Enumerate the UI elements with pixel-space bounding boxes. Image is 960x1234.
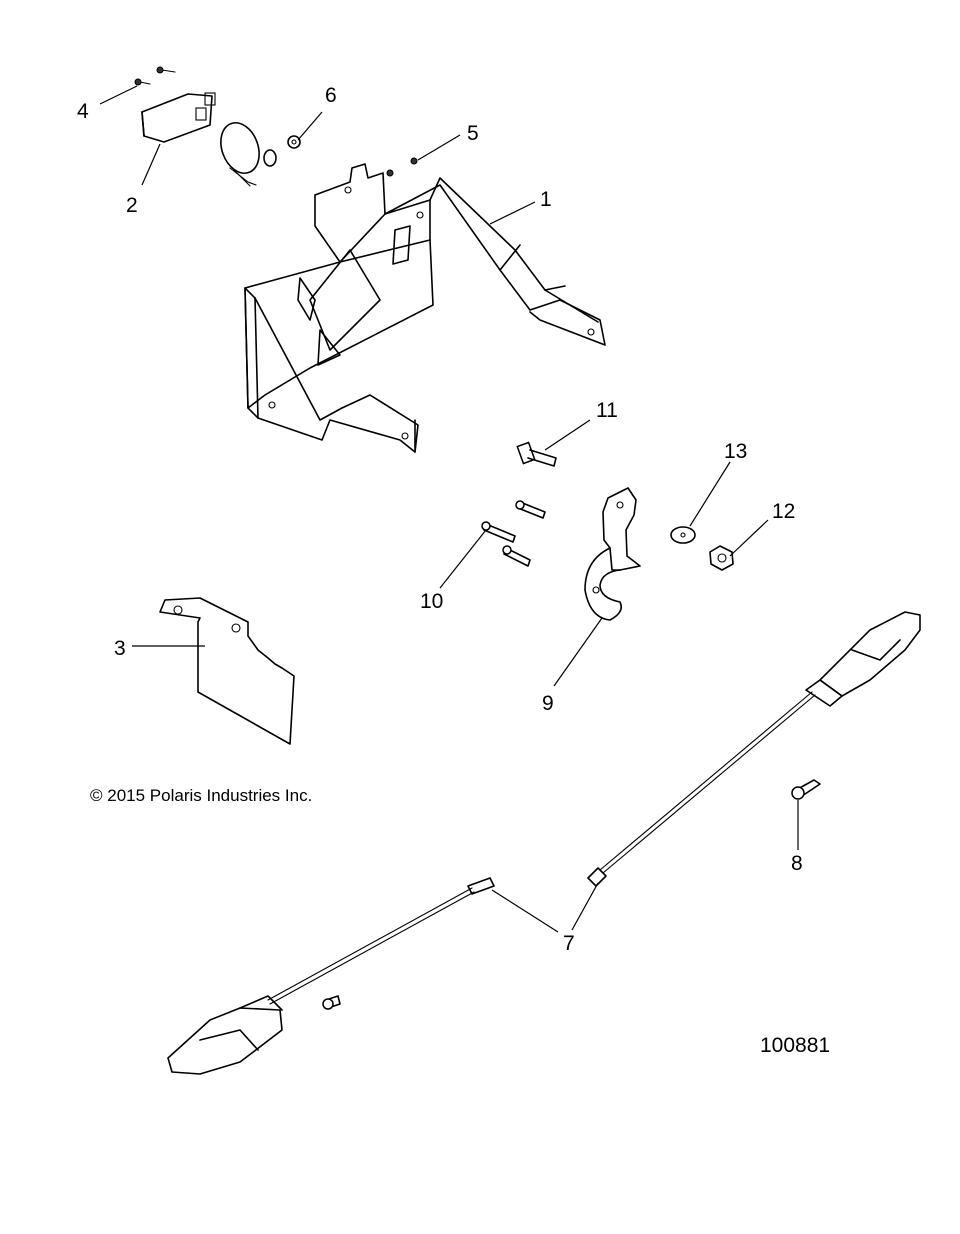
callout-13: 13	[724, 440, 747, 463]
callout-9: 9	[542, 692, 554, 715]
bolt-11	[516, 441, 557, 467]
callout-11: 11	[596, 399, 618, 422]
callout-1: 1	[540, 188, 552, 211]
diagram-reference-number: 100881	[760, 1034, 831, 1057]
leader-lines	[99, 85, 799, 933]
license-plate-lamp	[141, 92, 260, 187]
license-plate-bracket	[244, 163, 606, 453]
plate-3	[159, 597, 295, 745]
bracket-9	[584, 487, 641, 621]
callout-12: 12	[772, 500, 795, 523]
callout-5: 5	[467, 122, 479, 145]
callout-4: 4	[77, 100, 89, 123]
turn-signal-7	[167, 611, 921, 1075]
nut-12	[709, 545, 734, 571]
washer-13	[670, 526, 696, 544]
callout-7: 7	[563, 932, 575, 955]
screw-4	[134, 66, 176, 86]
callout-3: 3	[114, 637, 126, 660]
rivet-8	[322, 779, 821, 1010]
washer-6	[263, 135, 301, 167]
nut-5	[386, 157, 418, 177]
callout-10: 10	[420, 590, 443, 613]
screw-10	[481, 500, 546, 567]
callout-2: 2	[126, 194, 138, 217]
callout-6: 6	[325, 84, 337, 107]
callout-8: 8	[791, 852, 803, 875]
callout-labels: 1 2 3 4 5 6 7 8 9 10 11 12 13	[77, 84, 803, 955]
copyright-notice: © 2015 Polaris Industries Inc.	[90, 786, 313, 805]
